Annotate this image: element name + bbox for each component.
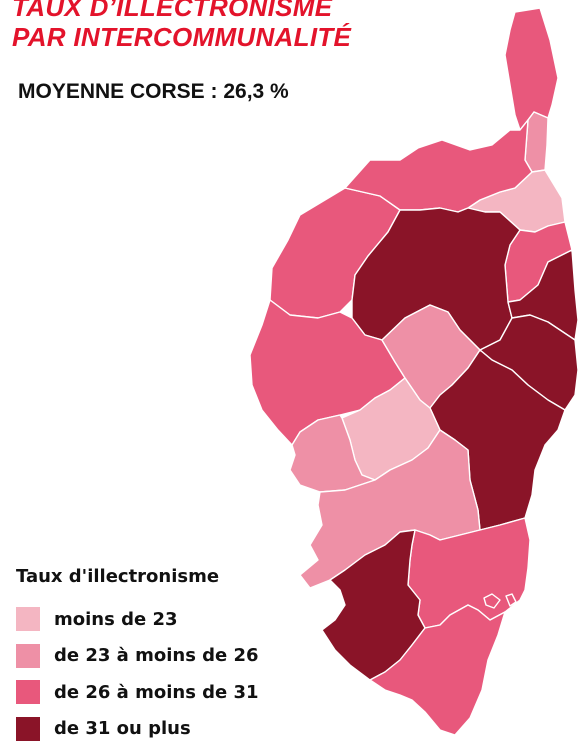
legend-item-c1: moins de 23 [16, 601, 259, 638]
legend-item-c4: de 31 ou plus [16, 711, 259, 747]
legend-swatch [16, 717, 40, 741]
legend-item-c3: de 26 à moins de 31 [16, 674, 259, 711]
legend-title: Taux d'illectronisme [16, 566, 259, 587]
region-cap-corse-north[interactable] [505, 8, 558, 130]
legend-swatch [16, 644, 40, 668]
legend-item-c2: de 23 à moins de 26 [16, 638, 259, 675]
legend-label: de 31 ou plus [54, 718, 191, 739]
legend-swatch [16, 680, 40, 704]
legend-label: de 26 à moins de 31 [54, 682, 259, 703]
legend-swatch [16, 607, 40, 631]
legend: Taux d'illectronisme moins de 23 de 23 à… [16, 566, 259, 747]
legend-label: moins de 23 [54, 609, 178, 630]
legend-label: de 23 à moins de 26 [54, 645, 259, 666]
